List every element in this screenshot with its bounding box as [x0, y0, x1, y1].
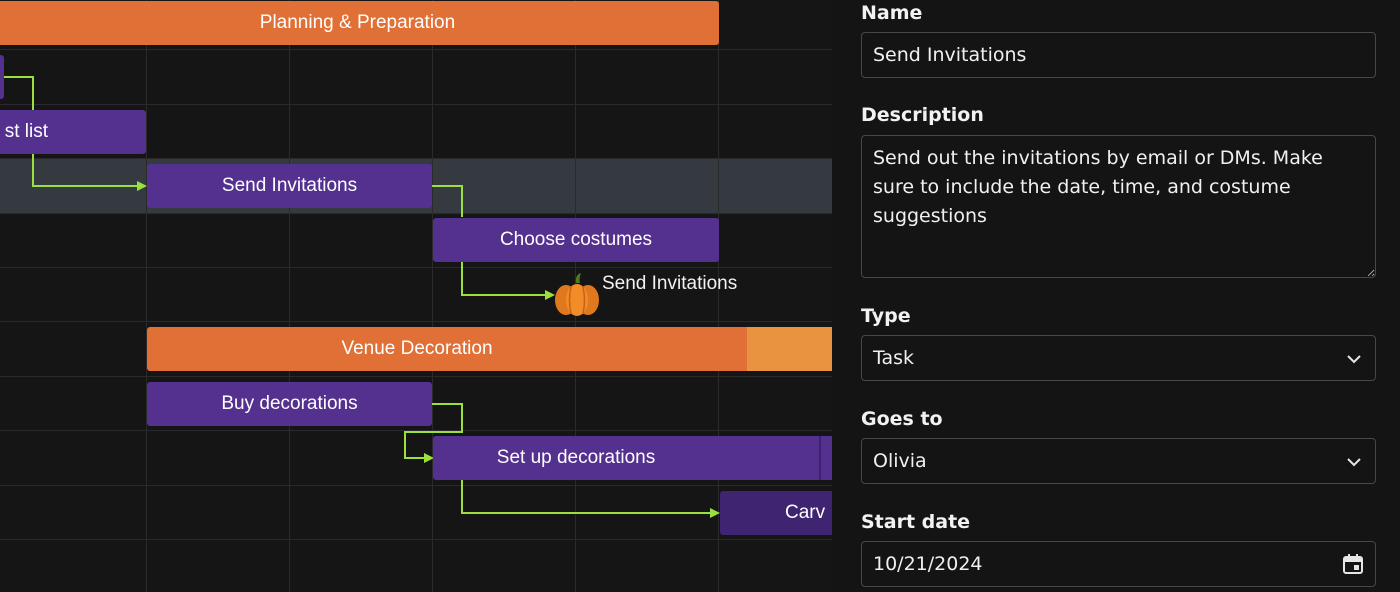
grid-column-line [718, 0, 719, 592]
grid-row-line [0, 539, 832, 540]
dependency-link[interactable] [461, 480, 711, 514]
link-arrowheads [137, 181, 720, 518]
gantt-bar-label: Send Invitations [221, 175, 358, 196]
gantt-bar-planning-preparation[interactable]: Planning & Preparation [0, 1, 719, 45]
grid-row-line [0, 104, 832, 105]
gantt-bar-label: Buy decorations [221, 393, 358, 414]
goes-to-select[interactable]: Olivia [861, 438, 1376, 484]
type-label: Type [861, 305, 911, 327]
gantt-bar-carve[interactable]: Carv [720, 491, 832, 535]
gantt-bar-label: Carv [785, 502, 826, 523]
grid-column-line [432, 0, 433, 592]
description-textarea[interactable] [861, 135, 1376, 278]
pumpkin-rib [568, 286, 572, 315]
link-arrowhead [424, 453, 434, 463]
gantt-bar-venue-decoration[interactable]: Venue Decoration [147, 327, 832, 371]
link-arrowhead [545, 290, 555, 300]
grid-row-line [0, 321, 832, 322]
grid-column-line [289, 0, 290, 592]
dependency-links [4, 76, 720, 518]
name-input[interactable] [861, 32, 1376, 78]
grid-row-line [0, 376, 832, 377]
chevron-down-icon [1347, 458, 1361, 467]
grid-row-line [0, 430, 832, 431]
gantt-bar-partial[interactable] [0, 55, 4, 99]
gantt-bar-choose-costumes[interactable]: Choose costumes [433, 218, 719, 262]
type-select-value: Task [873, 347, 915, 369]
milestone-label: Send Invitations [602, 273, 738, 294]
start-date-label: Start date [861, 511, 971, 533]
gantt-bar-buy-decorations[interactable]: Buy decorations [147, 382, 432, 426]
chevron-down-icon [1347, 355, 1361, 364]
description-label: Description [861, 104, 984, 126]
goes-to-select-value: Olivia [873, 450, 927, 472]
gantt-bar-set-up-decorations[interactable]: Set up decorations [433, 436, 832, 480]
gantt-bar-label: Set up decorations [496, 447, 656, 468]
gantt-bar-guest-list[interactable]: st list [0, 110, 146, 154]
grid-row-line [0, 267, 832, 268]
dependency-link[interactable] [461, 262, 546, 296]
type-select[interactable]: Task [861, 335, 1376, 381]
pumpkin-icon[interactable] [553, 272, 601, 318]
gantt-chart: Planning & Preparation st list Send Invi… [0, 0, 832, 592]
goes-to-label: Goes to [861, 408, 943, 430]
pumpkin-rib [582, 286, 586, 315]
link-arrowhead [137, 181, 147, 191]
grid-row-line [0, 49, 832, 50]
gantt-bar-label: st list [4, 121, 48, 142]
dependency-link[interactable] [404, 403, 463, 459]
start-date-input[interactable]: 10/21/2024 [861, 541, 1376, 587]
grid-row-line [0, 485, 832, 486]
calendar-icon[interactable] [1341, 552, 1365, 576]
gantt-bar-send-invitations[interactable]: Send Invitations [147, 164, 432, 208]
task-details-panel: Name Description Type Task Goes to Olivi… [832, 0, 1400, 592]
gantt-bar-progress [747, 327, 832, 371]
gantt-bar-label: Venue Decoration [341, 338, 493, 359]
pumpkin-stem [575, 273, 581, 283]
name-label: Name [861, 2, 923, 24]
start-date-value: 10/21/2024 [873, 553, 983, 575]
grid-row-line [0, 158, 832, 159]
gantt-bar-label: Choose costumes [499, 229, 653, 250]
dependency-link[interactable] [432, 185, 463, 217]
pumpkin-lobe [566, 284, 588, 316]
grid-column-line [146, 0, 147, 592]
grid-row-line [0, 213, 832, 214]
gantt-bar-label: Planning & Preparation [259, 12, 456, 33]
gantt-bar-divider [819, 436, 821, 480]
link-arrowhead [710, 508, 720, 518]
